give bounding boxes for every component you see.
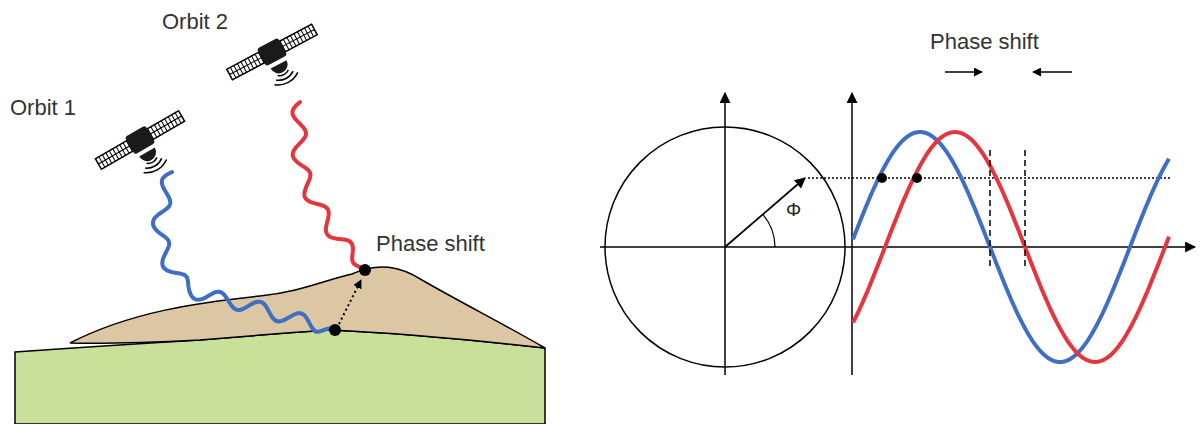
satellite bbox=[93, 107, 198, 194]
sine-wave bbox=[853, 132, 1169, 362]
satellite bbox=[225, 21, 331, 105]
axis bbox=[600, 246, 1195, 248]
shift-arrow bbox=[945, 71, 982, 73]
angle-arc bbox=[763, 214, 775, 247]
signal-wave bbox=[153, 172, 335, 332]
axis bbox=[851, 93, 853, 375]
phasor-vector bbox=[725, 178, 805, 247]
axis bbox=[724, 93, 726, 375]
point bbox=[359, 264, 371, 276]
angle-symbol: Φ bbox=[786, 200, 801, 221]
text-label: Orbit 1 bbox=[10, 96, 76, 120]
text-label: Phase shift bbox=[930, 30, 1039, 54]
text-label: Phase shift bbox=[376, 232, 485, 256]
point bbox=[877, 173, 887, 183]
signal-wave bbox=[292, 102, 365, 270]
point bbox=[912, 173, 922, 183]
text-label: Orbit 2 bbox=[162, 10, 228, 34]
shift-arrow bbox=[1033, 71, 1072, 73]
hill bbox=[70, 267, 545, 348]
level-line bbox=[808, 177, 1172, 178]
dashed-marker bbox=[1024, 150, 1026, 268]
displacement-arrow bbox=[339, 280, 361, 324]
sine-wave bbox=[853, 132, 1169, 362]
point bbox=[329, 324, 341, 336]
ground bbox=[15, 330, 545, 424]
dashed-marker bbox=[989, 150, 991, 268]
